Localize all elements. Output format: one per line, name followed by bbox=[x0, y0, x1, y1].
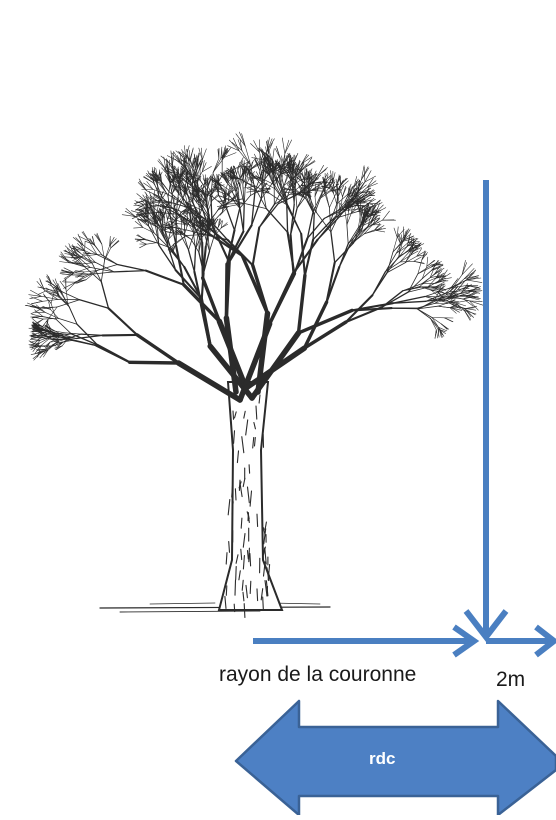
crown-edge-down-arrow-icon bbox=[466, 180, 506, 637]
crown-radius-arrow-icon bbox=[253, 627, 474, 655]
root-zone-double-arrow-icon bbox=[236, 701, 556, 815]
two-meter-label: 2m bbox=[496, 668, 525, 692]
root-zone-label: rdc bbox=[369, 749, 395, 769]
two-meter-arrow-icon bbox=[486, 627, 554, 655]
crown-radius-label: rayon de la couronne bbox=[219, 663, 416, 687]
tree-illustration bbox=[25, 132, 483, 618]
